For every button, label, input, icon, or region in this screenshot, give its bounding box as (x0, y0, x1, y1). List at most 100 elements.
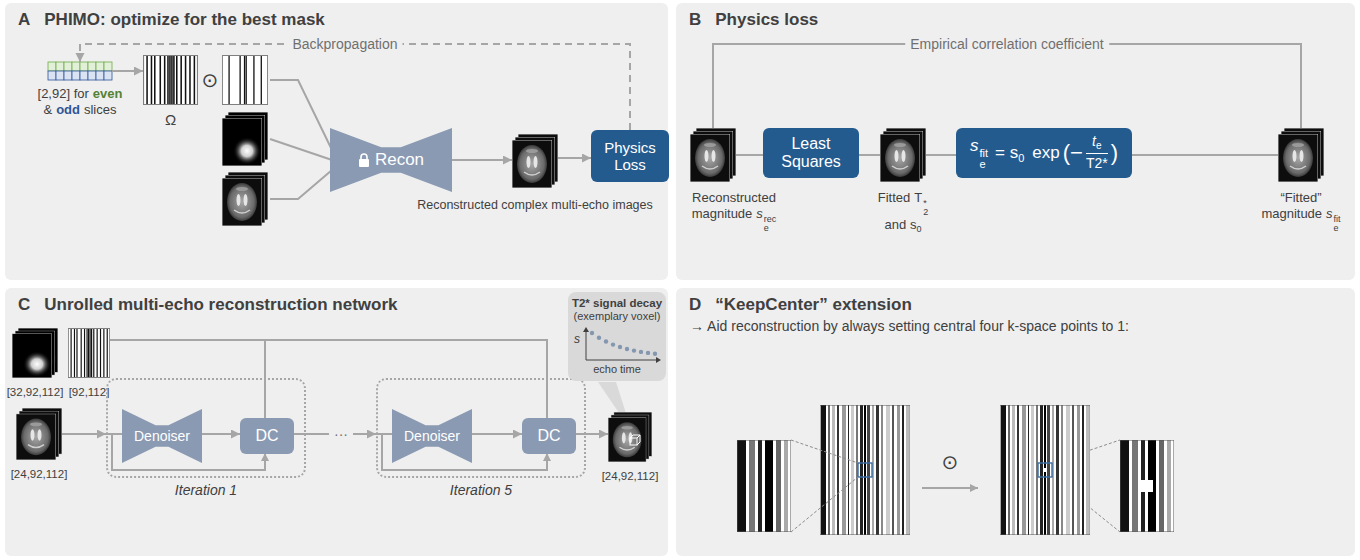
axis-text: s (574, 332, 580, 346)
image-node: [24,92,112] (608, 412, 652, 462)
iteration-lines-part (376, 433, 392, 435)
input-lines-part (270, 139, 332, 160)
image-node: “Fitted” magnitudesfite (1278, 128, 1324, 182)
caption-text: Iteration 5 (450, 482, 512, 498)
image-node: [24,92,112] (16, 408, 62, 460)
keepcenter-art (737, 405, 1174, 535)
callout-text: T2* signal decay (572, 297, 662, 309)
math-term: srece (756, 206, 776, 221)
subscript: 0 (1018, 152, 1024, 164)
caption-line: [2,92] foreven (25, 86, 135, 102)
keepcenter-art-part (820, 405, 910, 535)
edge-label: Empirical correlation coefficient (905, 36, 1109, 53)
edge-label: ··· (329, 426, 353, 443)
superscript: fit (979, 148, 988, 159)
script-stack: *2 (923, 199, 928, 217)
parameter-grid-art-part-part (64, 62, 72, 71)
y-axis (586, 330, 587, 360)
parameter-grid: [2,92] foreven&oddslices (48, 62, 112, 80)
panel-letter: B (689, 10, 701, 29)
panel-b-images-part (880, 128, 926, 182)
block-label: Denoiser (404, 428, 460, 444)
caption-line: &oddslices (25, 102, 135, 118)
panel-b-images-part (1278, 128, 1324, 182)
axis-head (583, 327, 589, 332)
parameter-grid-art-part (48, 71, 112, 80)
operator-symbol: ⊙ (202, 68, 219, 92)
script-stack: rece (764, 215, 777, 233)
connector (926, 154, 956, 156)
caption-text: “Fitted” magnitude (1261, 190, 1322, 221)
panel-c-images-part (630, 435, 640, 445)
signal-dot (646, 351, 650, 355)
exp-term: exp (1032, 143, 1059, 163)
panel-title: Unrolled multi-echo reconstruction netwo… (44, 295, 397, 314)
axis-label: s (574, 332, 580, 346)
panel-b-images (690, 128, 1324, 182)
connector (586, 433, 608, 435)
grid-caption: [2,92] foreven&oddslices (25, 86, 135, 119)
math-symbol: t (1092, 133, 1096, 149)
iteration-box: Iteration 1DenoiserDC (106, 378, 306, 478)
callout-bubble: T2* signal decay(exemplary voxel)secho t… (568, 292, 666, 381)
math-term: sfite (970, 136, 988, 170)
fraction-bar (1086, 153, 1108, 154)
signal-dot (590, 331, 594, 335)
math-symbol: s (970, 136, 979, 155)
parameter-grid-art-part-part (72, 62, 80, 71)
keepcenter-art-part (1038, 463, 1052, 477)
keepcenter-art-part (1120, 440, 1174, 532)
panel-letter: D (689, 295, 701, 314)
parameter-grid-art-part-part (104, 71, 112, 80)
block-label: Denoiser (134, 428, 190, 444)
signal-dot (618, 345, 622, 349)
parameter-grid-art-part-part (104, 62, 112, 71)
panel-heading: D“KeepCenter” extension (689, 295, 912, 315)
image-node: [32,92,112] (12, 328, 58, 378)
connector (558, 157, 591, 159)
panel-a-images-part (144, 56, 198, 105)
image-caption: FittedT*2and s0 (863, 190, 943, 236)
image-node: FittedT*2and s0 (880, 128, 926, 182)
caption-text: and s (885, 217, 917, 232)
panel-heading: B Physics loss (689, 10, 818, 30)
subscript: e (764, 224, 769, 233)
connector (62, 433, 106, 435)
note-text: → Aid reconstruction by always setting c… (690, 318, 1129, 335)
script-stack: fite (979, 148, 988, 170)
iteration-box: Iteration 5DenoiserDC (376, 378, 586, 478)
panel-a-images-part (222, 112, 268, 166)
subscript: e (979, 159, 985, 170)
math-symbol: T (914, 190, 922, 205)
signal-dot (639, 350, 643, 354)
superscript: fit (1334, 215, 1341, 224)
math-symbol: T2* (1086, 156, 1108, 171)
panel-backgrounds-part (5, 3, 668, 280)
panel-title: Physics loss (715, 10, 818, 29)
keepcenter-art-part (1141, 480, 1153, 492)
network-block: Recon (330, 128, 452, 192)
parameter-grid-art-part-part (88, 62, 96, 71)
caption-text: Fitted (878, 190, 911, 205)
keepcenter-art-part-part (791, 440, 858, 463)
subscript: e (1096, 140, 1102, 151)
caption-text: Iteration 1 (175, 482, 237, 498)
parameter-grid-art-part-part (48, 62, 56, 71)
panel-letter: A (18, 10, 30, 29)
panel-c-images-part-part (630, 435, 640, 438)
numerator: te (1092, 134, 1101, 151)
panel-b-images-part (690, 128, 736, 182)
keepcenter-art-part (922, 487, 978, 489)
edge-label: Backpropagation (287, 36, 402, 53)
panel-letter: C (18, 295, 30, 314)
image-node: Ω (143, 55, 198, 105)
paren: ) (1111, 140, 1118, 166)
connector (713, 44, 1301, 128)
panel-heading: C Unrolled multi-echo reconstruction netw… (18, 295, 398, 315)
formula-box: sfite= s0exp(−teT2*) (956, 128, 1132, 178)
subscript: e (1334, 224, 1339, 233)
keepcenter-art-part (1043, 468, 1047, 472)
connector (1132, 154, 1278, 156)
keepcenter-art-part-part (791, 477, 858, 532)
connector (112, 70, 143, 72)
